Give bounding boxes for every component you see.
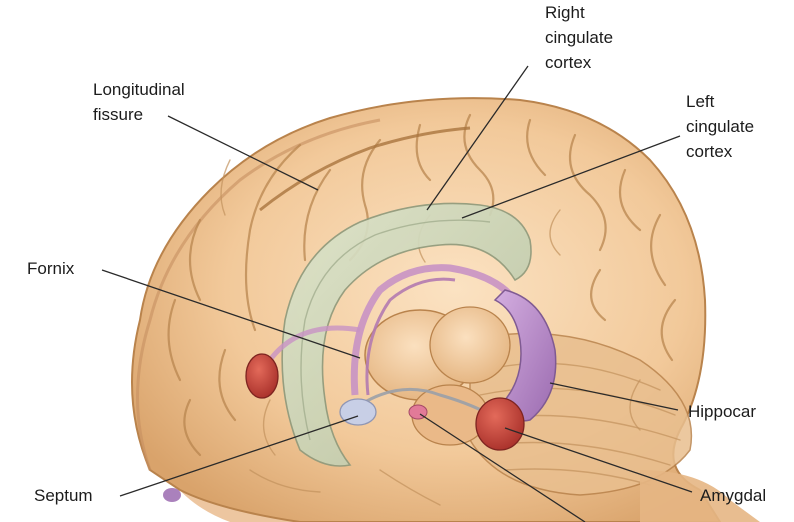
label-fornix: Fornix [27, 259, 75, 278]
amygdala-left [246, 354, 278, 398]
label-amygdala: Amygdal [700, 486, 766, 505]
brain-illustration [132, 98, 760, 522]
thalamus-lobe [430, 307, 510, 383]
label-hippocampus: Hippocar [688, 402, 756, 421]
olfactory-bulb [163, 488, 181, 502]
label-longitudinal-fissure: Longitudinal fissure [93, 80, 189, 124]
label-septum: Septum [34, 486, 93, 505]
amygdala-right [476, 398, 524, 450]
label-left-cingulate: Left cingulate cortex [686, 92, 759, 161]
label-right-cingulate: Right cingulate cortex [545, 3, 618, 72]
septum-structure [340, 399, 376, 425]
